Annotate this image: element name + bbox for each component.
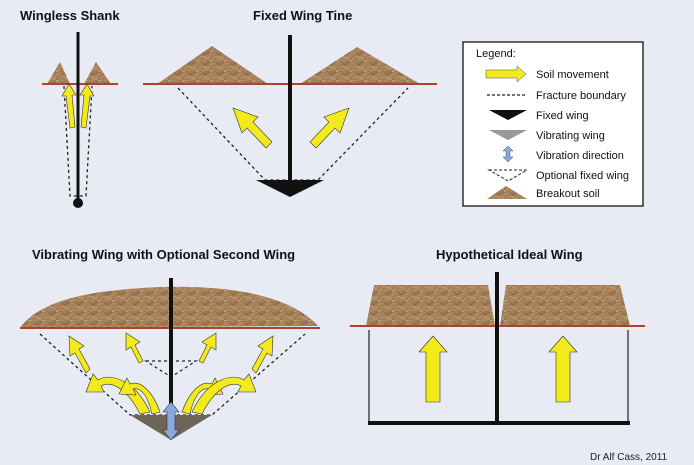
- soil-mound-left: [157, 46, 268, 84]
- title-wingless: Wingless Shank: [20, 8, 120, 23]
- soil-movement-arrow: [125, 332, 144, 364]
- legend-label: Fracture boundary: [536, 90, 626, 102]
- yellow-arrow-icon: [485, 65, 527, 83]
- legend-label: Breakout soil: [536, 188, 600, 200]
- legend: Legend: Soil movement Fracture boundary …: [462, 41, 644, 207]
- soil-movement-arrow: [418, 335, 448, 403]
- panel-vibrating-wing: Vibrating Wing with Optional Second Wing: [20, 247, 320, 441]
- shank-tip: [73, 198, 83, 208]
- soil-mound-left: [47, 62, 70, 84]
- black-wing-icon: [489, 110, 527, 120]
- credit-text: Dr Alf Cass, 2011: [590, 452, 668, 463]
- soil-movement-arrow: [232, 107, 273, 149]
- legend-label: Optional fixed wing: [536, 170, 629, 182]
- legend-label: Soil movement: [536, 69, 609, 81]
- soil-movement-arrow: [61, 83, 77, 129]
- soil-mound-icon: [487, 186, 527, 199]
- fixed-wing: [256, 180, 324, 197]
- soil-block-right: [500, 285, 630, 326]
- panel-wingless-shank: Wingless Shank: [20, 8, 120, 208]
- soil-movement-arrow: [68, 335, 91, 374]
- legend-label: Vibration direction: [536, 150, 624, 162]
- soil-movement-curved-arrow: [191, 373, 257, 415]
- soil-movement-arrow: [198, 332, 217, 364]
- dashed-triangle-icon: [487, 169, 529, 182]
- soil-movement-curved-arrow: [118, 377, 161, 415]
- legend-box: [462, 41, 644, 207]
- soil-mound-right: [84, 62, 111, 84]
- panel-ideal-wing: Hypothetical Ideal Wing: [350, 247, 645, 425]
- legend-label: Fixed wing: [536, 110, 589, 122]
- double-arrow-icon: [502, 145, 514, 163]
- grey-wing-icon: [489, 130, 527, 140]
- title-fixed: Fixed Wing Tine: [253, 8, 352, 23]
- soil-movement-curved-arrow: [85, 373, 151, 415]
- legend-label: Vibrating wing: [536, 130, 605, 142]
- soil-movement-arrow: [79, 83, 95, 129]
- soil-block-left: [366, 285, 495, 326]
- fracture-boundary: [177, 87, 409, 181]
- title-vibrating: Vibrating Wing with Optional Second Wing: [32, 247, 295, 262]
- soil-movement-arrow: [251, 335, 274, 374]
- vibration-direction-arrow: [162, 401, 180, 441]
- soil-movement-arrow: [309, 107, 350, 149]
- soil-mound-right: [300, 47, 420, 84]
- soil-movement-arrow: [548, 335, 578, 403]
- panel-fixed-wing-tine: Fixed Wing Tine: [143, 8, 437, 197]
- legend-heading: Legend:: [476, 48, 516, 60]
- title-ideal: Hypothetical Ideal Wing: [436, 247, 583, 262]
- fracture-boundary: [63, 85, 93, 197]
